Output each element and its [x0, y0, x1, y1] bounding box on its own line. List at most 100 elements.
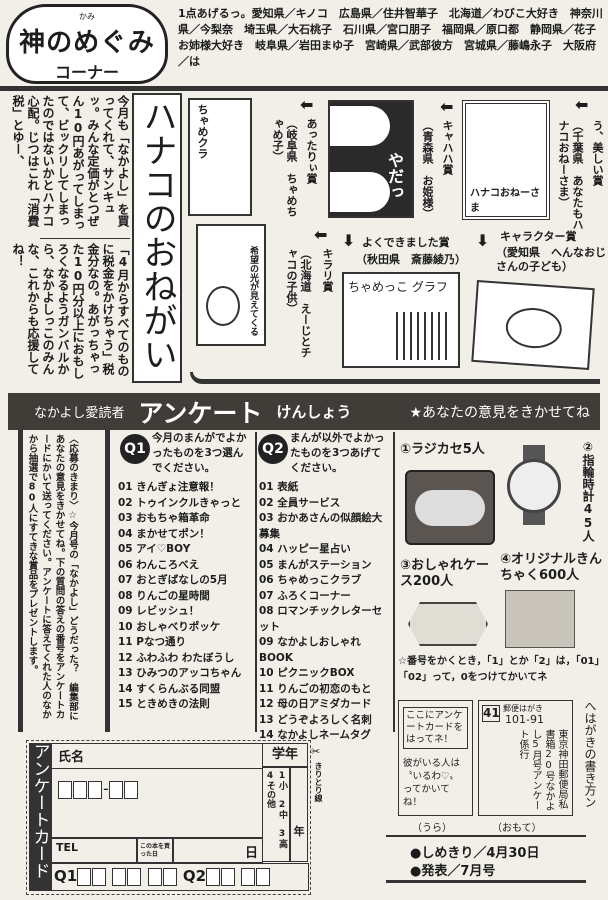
survey-option: 11 Pなつ通り	[118, 636, 186, 648]
announcement: ●発表／7月号	[410, 864, 496, 879]
award-name: よくできました賞	[362, 236, 450, 249]
q2-badge: Q2	[258, 434, 288, 464]
prize-radio-cassette: ①ラジカセ5人	[400, 442, 485, 457]
survey-option: 05 まんがステーション	[259, 558, 372, 571]
tel-field[interactable]: TEL	[51, 838, 137, 863]
answer-box[interactable]	[77, 867, 92, 886]
answer-box[interactable]	[92, 867, 107, 886]
address-field[interactable]: -	[51, 768, 263, 838]
award-winner: （秋田県 斎藤綾乃）	[356, 253, 466, 266]
survey-card: アンケートカード 氏名 - TEL この本を買った日 日 Q1 Q2	[26, 740, 311, 895]
arrow-left-icon: ⬅	[440, 97, 454, 116]
survey-option: 04 ハッピー星占い	[259, 543, 351, 555]
answer-box[interactable]	[256, 867, 271, 886]
divider	[40, 238, 130, 239]
banner-title: アンケート	[138, 398, 263, 428]
postal-box[interactable]	[58, 780, 72, 799]
rules-box: 〈応募のきまり〉☆今月号の「なかよし」どうだった？ 編集部にあなたの意見をきかせ…	[18, 430, 110, 732]
postal-box[interactable]	[123, 780, 138, 799]
survey-option: 12 ふわふわ わたぼうし	[118, 651, 235, 664]
survey-option: 13 どうぞよろしく名刺	[259, 713, 372, 726]
name-label: 氏名	[58, 750, 85, 765]
divider	[386, 880, 586, 883]
survey-option: 07 おとぎばなしの5月	[118, 574, 228, 586]
survey-option: 08 りんごの星時間	[118, 589, 210, 602]
survey-option: 01 表紙	[259, 481, 299, 493]
postal-box[interactable]	[88, 780, 102, 799]
answer-box[interactable]	[206, 867, 221, 886]
award-name: キャハハ賞	[441, 120, 454, 175]
name-field[interactable]: 氏名	[51, 743, 263, 768]
survey-option: 03 おもちゃ箱革命	[118, 512, 210, 524]
prize-ring-watch: ②指輪時計45人	[581, 440, 595, 542]
grade-options[interactable]: 1小 2中 3高 4その他	[262, 767, 290, 862]
tel-label: TEL	[56, 841, 79, 854]
award-winner: （愛知県 へんなおじさんの子ども）	[496, 246, 606, 273]
grade-field[interactable]: 年	[290, 767, 308, 862]
postcard-front: 41 郵便はがき 101-91 東京神田郵便局私書箱20号なかよし5月号アンケー…	[478, 700, 573, 816]
arrow-down-icon: ⬇	[476, 231, 490, 250]
q2-answer-label: Q2	[182, 867, 207, 885]
survey-option: 13 ひみつのアッコちゃん	[118, 667, 242, 679]
answer-box[interactable]	[241, 867, 256, 886]
case-image	[408, 602, 488, 646]
answer-box[interactable]	[127, 867, 142, 886]
hanako-title: ハナコのおねがい	[137, 99, 177, 371]
scissors-icon: ✂	[311, 745, 321, 758]
arrow-left-icon: ⬅	[300, 95, 314, 114]
number-note: ☆番号をかくとき，「1」とか「2」は，「01」「02」って，0をつけてかいてネ	[398, 656, 605, 683]
back-label: （うら）	[412, 823, 452, 834]
postcard-label: 郵便はがき	[503, 704, 543, 713]
answer-box[interactable]	[147, 867, 162, 886]
front-label: （おもて）	[492, 823, 542, 834]
prize-case: ③おしゃれケース200人	[400, 558, 490, 589]
day-label: 日	[244, 846, 258, 861]
artwork-text: ちゃめクラ	[196, 104, 209, 159]
howto-title: へはがきの書き方ン	[583, 700, 597, 808]
survey-option: 12 母の日アミダカード	[259, 698, 372, 710]
kinchaku-image	[505, 590, 575, 648]
postal-separator: -	[103, 779, 109, 798]
q1-badge: Q1	[120, 434, 150, 464]
logo-ruby: かみ	[79, 12, 95, 21]
arrow-down-icon: ⬇	[342, 231, 356, 250]
prize-kinchaku: ④オリジナルきんちゃく600人	[500, 552, 603, 583]
award-name: キラリ賞	[321, 248, 334, 292]
mailing-address: 東京神田郵便局私書箱20号なかよし5月号アンケート係行	[517, 729, 567, 811]
survey-option: 06 わんころべえ	[118, 558, 200, 571]
award-winner: （岐阜県 ちゃめちゃめ子）	[271, 118, 298, 217]
postal-box[interactable]	[73, 780, 87, 799]
answer-box[interactable]	[112, 867, 127, 886]
card-title: アンケートカード	[29, 743, 50, 879]
year-label: 年	[293, 825, 305, 838]
winners-list: 1点あげるっ。愛知県／キノコ 広島県／住井智華子 北海道／わびこ大好き 神奈川県…	[178, 7, 603, 68]
artwork-text: 希望の光が見えてくる	[248, 246, 258, 336]
postal-box[interactable]	[108, 780, 123, 799]
award-winner: （北海道 えーじとチャコの子供）	[285, 248, 312, 358]
survey-option: 08 ロマンチックレターセット	[259, 605, 383, 633]
survey-option: 05 アイ♡BOY	[118, 543, 191, 555]
paste-here-label: ここにアンケートカードをはってネ！	[403, 707, 468, 749]
artwork-text: やだっ	[385, 152, 404, 200]
grade-label: 学年	[262, 743, 308, 767]
banner-subtitle: けんしょう	[276, 403, 352, 421]
survey-option: 06 ちゃめっこクラブ	[259, 574, 362, 586]
survey-option: 15 ときめきの法則	[118, 698, 210, 710]
survey-option: 14 すくらんぶる同盟	[118, 682, 221, 695]
q1-question: 今月のまんがでよかったものを3つ選んでください。	[152, 432, 247, 474]
survey-option: 09 レビッシュ！	[118, 605, 200, 617]
answer-box[interactable]	[221, 867, 236, 886]
divider	[0, 86, 608, 91]
survey-option: 14 なかよしネームタグ	[259, 729, 371, 741]
survey-option: 09 なかよしおしゃれBOOK	[259, 636, 361, 664]
answer-box[interactable]	[162, 867, 177, 886]
bought-date-label: この本を買った日	[137, 838, 173, 863]
bought-date-field[interactable]: 日	[173, 838, 263, 863]
divider	[255, 432, 257, 732]
survey-option: 01 きんぎょ注意報！	[118, 481, 220, 493]
cut-line-label: きりとり線	[314, 762, 323, 802]
survey-option: 11 りんごの初恋のもと	[259, 682, 372, 695]
survey-banner: なかよし愛読者 アンケート けんしょう ★あなたの意見をきかせてね	[8, 393, 600, 430]
artwork-character	[471, 279, 595, 371]
